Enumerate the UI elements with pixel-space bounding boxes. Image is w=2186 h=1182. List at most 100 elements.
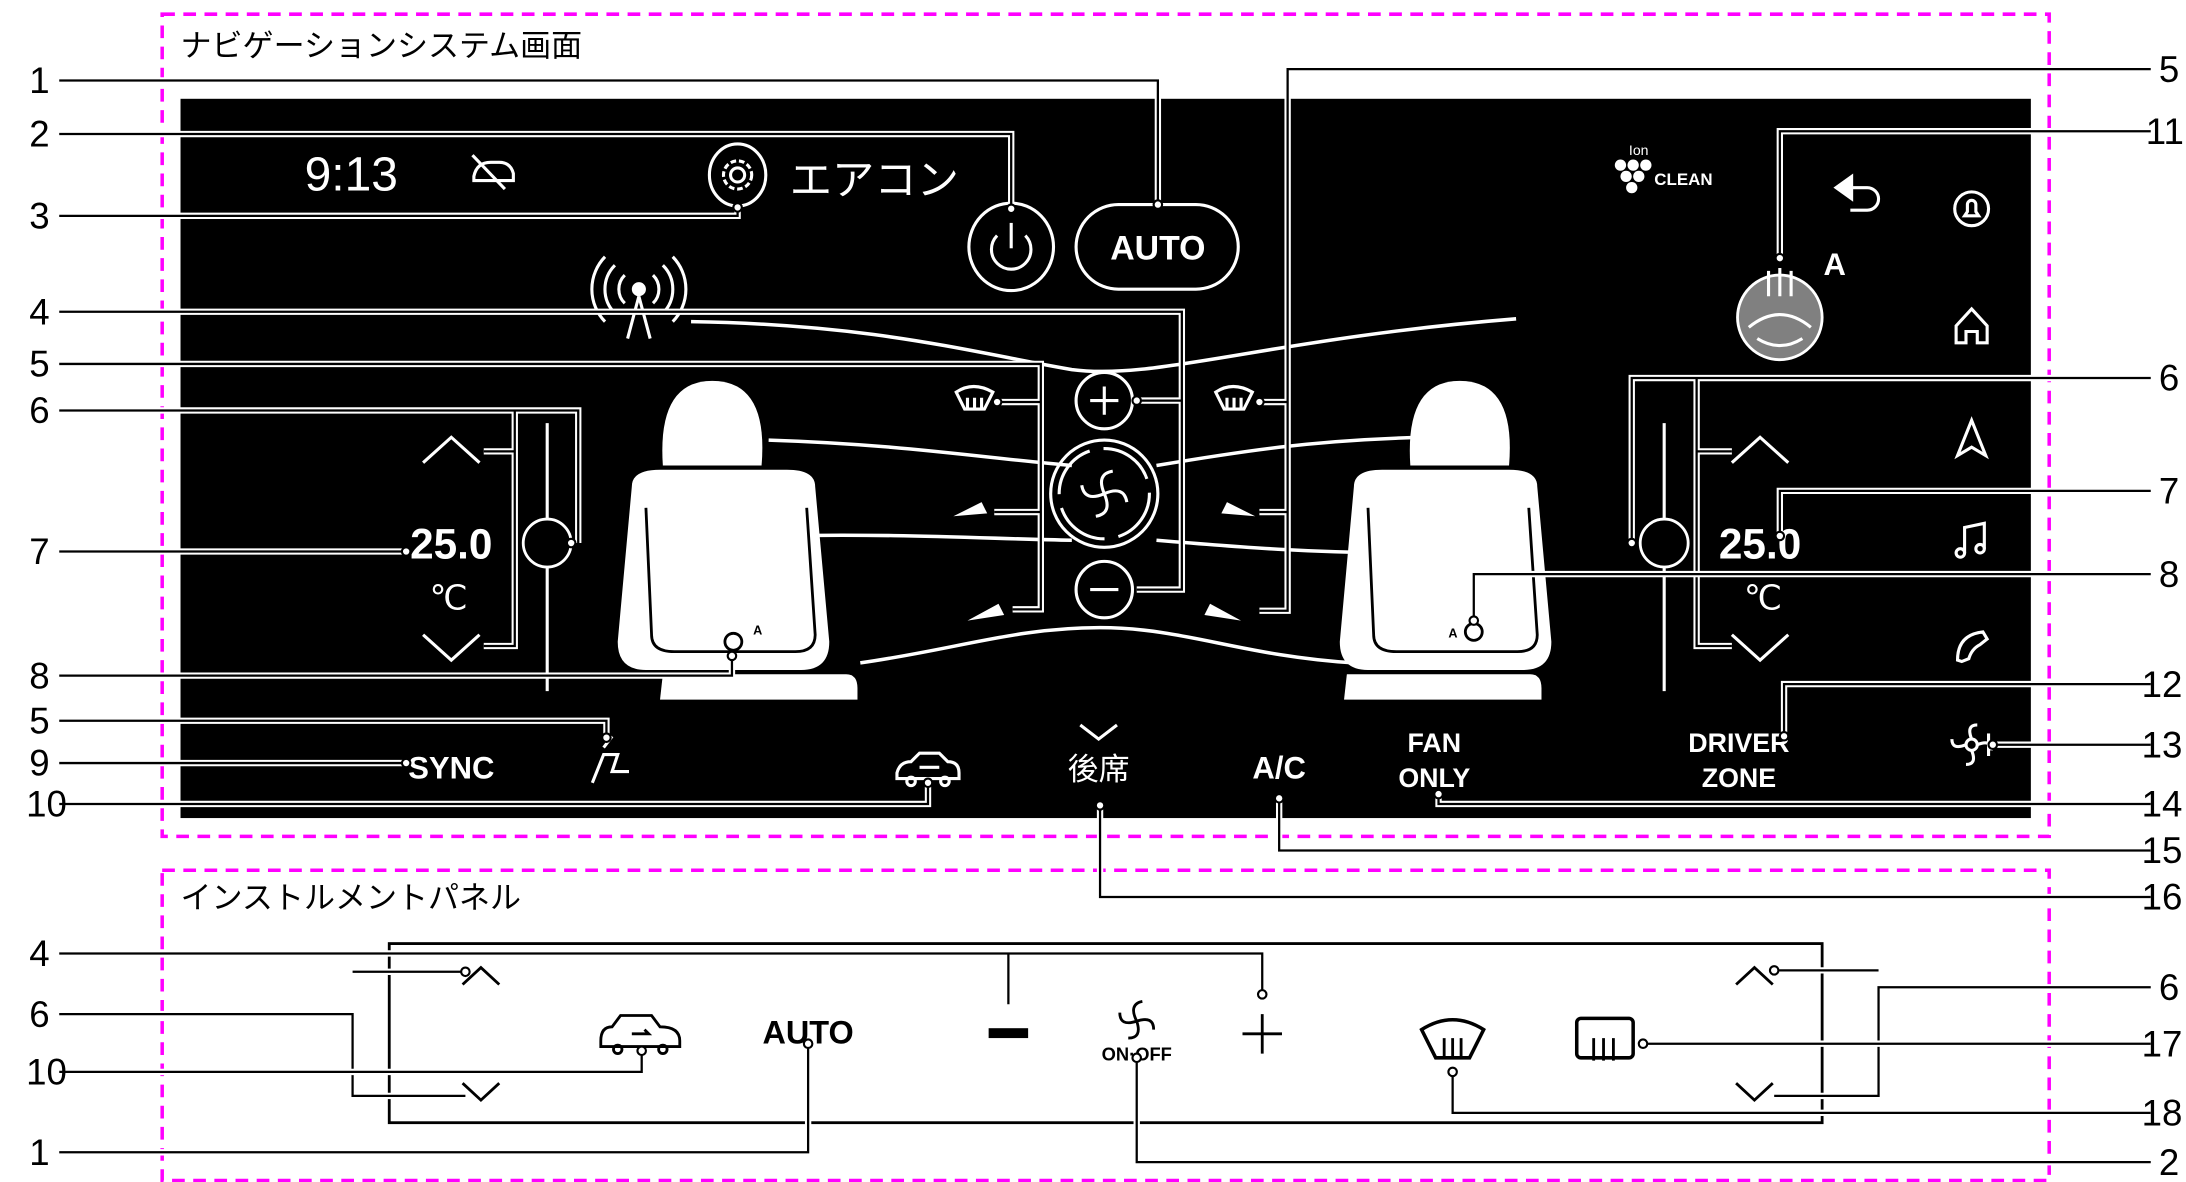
left-temp-slider-knob[interactable] [521,517,573,569]
leader-endpoint [1254,396,1265,408]
leader-line [59,719,608,738]
music-icon[interactable] [1954,521,1986,559]
leader-line [1449,1071,2151,1116]
rear-chevron-icon[interactable] [1079,723,1118,742]
leader-line [1135,1057,2151,1164]
notification-bell-icon[interactable] [1953,190,1991,228]
callout-numbers: 1 2 3 4 5 6 7 8 5 9 10 5 11 6 7 8 12 13 … [26,49,2184,1182]
leader-endpoint [1774,530,1786,542]
left-defrost-mode-icon[interactable] [954,384,995,411]
right-temp-down-button[interactable] [1730,633,1790,663]
panel-callout-6: 6 [29,994,49,1035]
callout-6-right: 6 [2159,358,2179,399]
clock: 9:13 [305,148,398,201]
panel-fan-down-button[interactable] [988,1028,1029,1039]
navigation-icon[interactable] [1954,416,1989,460]
ion-clean-icon: Ion CLEAN [1614,142,1713,194]
leader-line [59,409,580,648]
home-icon[interactable] [1954,306,1989,345]
right-seat-auto: A [1448,627,1457,641]
auto-button[interactable]: AUTO [1074,203,1240,291]
panel-left-temp-down[interactable] [461,1082,501,1103]
leader-line [59,310,1183,591]
fan-speed-down-button[interactable] [1074,559,1135,620]
panel-right-temp-down[interactable] [1735,1082,1774,1103]
instrument-panel-frame [160,868,2051,1182]
antenna-icon [590,255,688,339]
right-defrost-mode-icon[interactable] [1213,384,1255,411]
callout-6: 6 [29,390,49,431]
recirculation-button[interactable] [895,751,961,788]
fan-only-line1: FAN [1408,728,1462,758]
ac-button[interactable]: A/C [1252,751,1305,786]
left-temp-value: 25.0 [410,521,492,568]
leader-endpoint [726,650,738,662]
fan-button[interactable] [1049,438,1160,549]
driver-zone-button[interactable]: DRIVER ZONE [1688,728,1789,793]
leader-endpoint [1256,989,1268,1000]
leader-endpoint [991,396,1003,408]
panel-fan-up-button[interactable] [1242,1014,1282,1054]
steering-heater-button[interactable]: A [1736,247,1846,362]
fan-only-line2: ONLY [1398,763,1470,793]
leader-line [1778,130,2151,259]
leader-endpoint [1273,793,1285,804]
left-face-vent-icon[interactable] [953,502,988,517]
callout-12: 12 [2142,664,2183,705]
right-foot-vent-icon[interactable] [1204,603,1242,621]
car-off-icon [471,154,515,191]
leader-endpoint [636,1045,647,1057]
leader-line [1778,489,2151,536]
left-temp-down-button[interactable] [422,633,481,663]
panel-right-temp-up[interactable] [1735,965,1774,986]
callout-3: 3 [29,196,49,237]
leader-endpoint [1626,537,1638,549]
right-temp-up-button[interactable] [1730,435,1790,464]
callout-16: 16 [2142,877,2183,918]
callout-14: 14 [2142,784,2183,825]
callout-10: 10 [26,784,67,825]
left-seat-heater-icon[interactable]: A [723,624,762,652]
leader-line [59,79,1160,205]
sync-button[interactable]: SYNC [408,751,494,786]
ion-label: Ion [1629,142,1649,158]
leader-line [59,1043,810,1154]
leader-endpoint [1094,800,1106,811]
left-seat-auto: A [753,624,762,638]
leader-endpoint [1774,252,1786,264]
panel-windshield-defrost-button[interactable] [1419,1018,1486,1060]
clean-label: CLEAN [1654,170,1712,189]
instrument-panel-title: インストルメントパネル [181,880,522,916]
fan-only-button[interactable]: FAN ONLY [1398,728,1470,793]
leader-endpoint [802,1038,814,1050]
callout-2: 2 [29,114,49,155]
rear-seat-button[interactable]: 後席 [1068,752,1130,788]
panel-rear-defrost-button[interactable] [1574,1016,1635,1061]
panel-callout-10: 10 [26,1052,67,1093]
panel-recirculation-button[interactable] [599,1014,682,1055]
leader-line [59,362,1042,611]
leader-endpoint [1447,1066,1458,1078]
leader-line [1630,376,2151,648]
leader-endpoint [1768,965,1780,976]
leader-endpoint [565,537,577,549]
callout-leaders [59,66,2151,1166]
leader-line [59,952,1264,1005]
callout-5b: 5 [29,700,49,741]
panel-left-temp-up[interactable] [461,965,501,986]
driver-zone-line2: ZONE [1702,763,1776,793]
left-foot-vent-icon[interactable] [967,603,1005,621]
leader-endpoint [1005,203,1017,215]
leader-endpoint [732,202,743,213]
right-face-vent-icon[interactable] [1221,502,1256,517]
left-temp-up-button[interactable] [422,435,481,464]
steering-auto-label: A [1824,247,1846,282]
leader-line [59,655,734,677]
leader-endpoint [400,757,412,769]
right-temp-slider-knob[interactable] [1638,517,1690,569]
leader-line [1278,798,2151,852]
phone-icon[interactable] [1955,630,1990,664]
back-icon[interactable] [1833,173,1881,212]
callout-8-right: 8 [2159,554,2179,595]
